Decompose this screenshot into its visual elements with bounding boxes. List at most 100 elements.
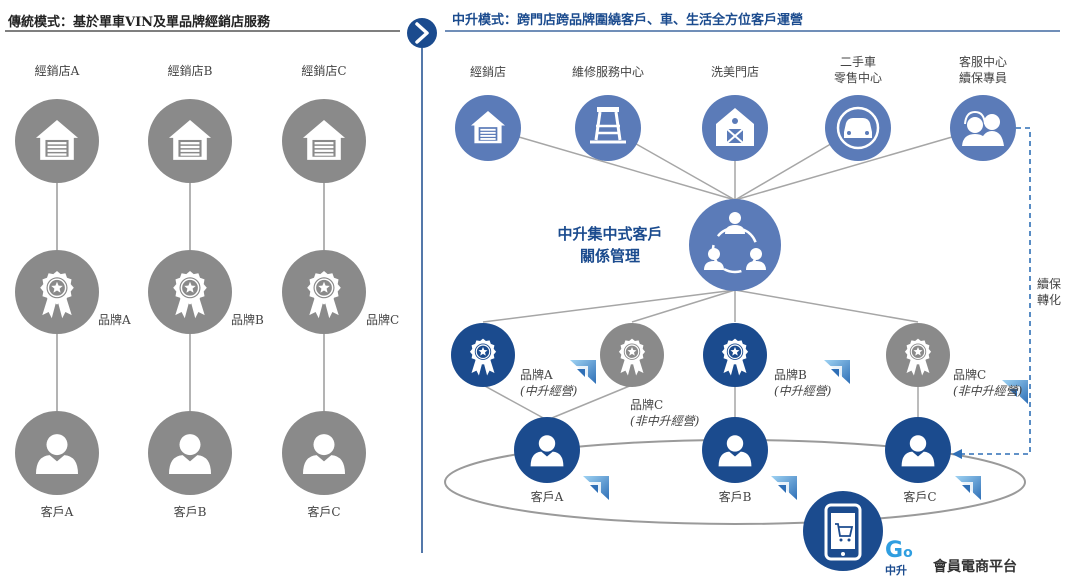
dealer-label: 經銷店C [301,64,347,78]
garage-icon [169,120,211,160]
dealer-label: 經銷店B [167,64,213,78]
award-badge-icon [904,338,932,376]
connector-line [482,289,736,323]
award-badge-icon [469,338,497,376]
connector-line [482,384,548,421]
ecommerce-platform-node [803,491,883,571]
brand-name: 品牌B [774,368,807,382]
node-label-wash-store: 洗美門店 [710,65,760,79]
award-badge-icon [40,271,74,319]
label-line: 續保專員 [958,71,1008,85]
label-line: 零售中心 [833,71,883,85]
award-badge-icon [721,338,749,376]
brand-flag-icon [570,360,596,384]
smartphone-cart-icon [824,503,862,561]
renewal-conversion-arrow [962,127,1031,455]
connector-line [734,127,984,201]
brand-node [451,323,515,387]
brand-label: 品牌B [231,313,264,327]
customer-node [148,411,232,495]
user-icon [718,435,752,467]
brand-node [703,323,767,387]
node-label-used-car: 二手車 零售中心 [834,54,882,86]
customer-node [514,417,580,483]
label-line: 客服中心 [958,55,1008,69]
brand-note: (非中升經營) [630,414,700,428]
dealer-node [455,95,521,161]
left-section-title: 傳統模式：基於單車VIN及單品牌經銷店服務 [8,15,271,30]
customer-label: 客戶A [530,490,564,504]
go-logo-text: 中升 [885,564,907,577]
award-badge-icon [173,271,207,319]
award-badge-icon [307,271,341,319]
user-icon [901,435,935,467]
brand-note: (中升經營) [774,384,832,398]
brand-a-label: 品牌A (中升經營) [520,367,577,399]
garage-icon [471,111,505,144]
brand-label: 品牌A [98,313,131,327]
label-line: 轉化 [1037,293,1062,307]
label-line: 二手車 [839,55,877,69]
customer-label: 客戶C [307,505,341,519]
dealer-node [148,99,232,183]
car-cycle-icon [836,106,880,150]
crm-center-label: 中升集中式客戶 關係管理 [540,223,680,267]
brand-flag-icon [583,476,609,500]
brand-flag-icon [771,476,797,500]
crm-center-node [689,199,781,291]
node-label-customer-service: 客服中心 續保專員 [959,54,1007,86]
connector-line [631,289,736,323]
renewal-conversion-label: 續保 轉化 [1037,276,1061,308]
customer-node [282,411,366,495]
brand-name: 品牌A [520,368,553,382]
brand-flag-icon [824,360,850,384]
label-line: 關係管理 [579,247,640,265]
arrow-circle-icon [407,18,437,48]
label-line: 續保 [1037,277,1062,291]
repair-center-node [575,95,641,161]
brand-label: 品牌C [366,313,400,327]
arrow-head [952,449,962,459]
customer-label: 客戶A [40,505,74,519]
garage-icon [303,120,345,160]
right-section-title: 中升模式：跨門店跨品牌圍繞客戶、車、生活全方位客戶運營 [452,13,804,28]
user-icon [303,434,345,474]
customer-label: 客戶B [718,490,752,504]
go-logo: Go 中升 [885,539,927,581]
brand-note: (中升經營) [520,384,578,398]
user-icon [36,434,78,474]
platform-label: 會員電商平台 [933,559,1017,575]
customer-label: 客戶B [173,505,207,519]
brand-node [600,323,664,387]
garage-icon [36,120,78,160]
brand-flag-icon [1002,380,1028,404]
crm-team-icon [704,212,766,274]
brand-name: 品牌C [953,368,987,382]
connector-line [487,127,736,201]
customer-node [885,417,951,483]
brand-b-label: 品牌B (中升經營) [774,367,831,399]
brand-node [15,250,99,334]
brand-c2-label: 品牌C (非中升經營) [953,367,1022,399]
brand-c-label: 品牌C (非中升經營) [630,397,699,429]
connector-line [546,384,633,421]
customer-node [702,417,768,483]
award-badge-icon [618,338,646,376]
agents-icon [962,110,1004,146]
dealer-label: 經銷店A [34,64,80,78]
brand-name: 品牌C [630,398,664,412]
node-label-repair-center: 維修服務中心 [571,65,645,79]
user-icon [169,434,211,474]
node-label-dealer: 經銷店 [469,65,507,79]
brand-node [282,250,366,334]
brand-node [886,323,950,387]
brand-note: (非中升經營) [953,384,1023,398]
dealer-node [282,99,366,183]
brand-flag-icon [955,476,981,500]
label-line: 中升集中式客戶 [557,225,663,243]
used-car-center-node [825,95,891,161]
wash-store-node [702,95,768,161]
car-lift-icon [590,107,626,144]
user-icon [530,435,564,467]
dealer-node [15,99,99,183]
